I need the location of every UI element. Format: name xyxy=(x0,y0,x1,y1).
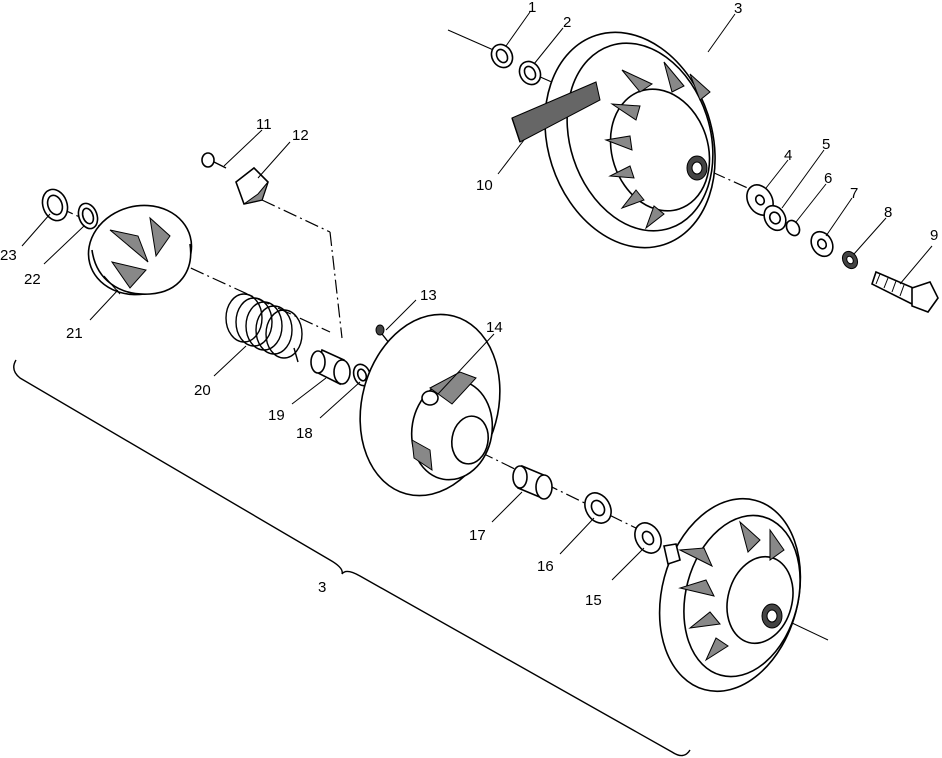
bolt-part-9 xyxy=(871,270,939,313)
callout-18: 18 xyxy=(296,425,313,442)
callout-10: 10 xyxy=(476,177,493,194)
callout-9: 9 xyxy=(930,227,938,244)
ring-part-6 xyxy=(785,219,801,237)
callout-7: 7 xyxy=(850,185,858,202)
callout-19: 19 xyxy=(268,407,285,424)
callout-14: 14 xyxy=(486,319,503,336)
washer-part-16 xyxy=(584,492,612,524)
driven-sheave-part-3 xyxy=(544,31,716,249)
cam-part-21 xyxy=(87,204,193,296)
screw-part-11 xyxy=(201,152,227,169)
callout-1: 1 xyxy=(528,0,536,16)
callout-21: 21 xyxy=(66,325,83,342)
callout-4: 4 xyxy=(784,147,792,164)
callout-16: 16 xyxy=(537,558,554,575)
washer-part-1 xyxy=(490,43,514,69)
callout-17: 17 xyxy=(469,527,486,544)
callout-labels: 1 2 3 4 5 6 7 8 9 10 11 12 13 14 15 16 1… xyxy=(0,0,938,609)
drive-sheave xyxy=(658,497,802,693)
spring-part-20 xyxy=(225,293,303,363)
leader-lines xyxy=(21,11,933,581)
callout-15: 15 xyxy=(585,592,602,609)
callout-5: 5 xyxy=(822,136,830,153)
washer-part-2 xyxy=(518,60,542,86)
shoe-part-10 xyxy=(511,81,601,143)
callout-12: 12 xyxy=(292,127,309,144)
washer-part-15 xyxy=(634,522,662,554)
callout-3-assembly: 3 xyxy=(318,579,326,596)
bushing-part-19 xyxy=(310,348,351,386)
stationary-sheave-part-14 xyxy=(359,313,501,497)
callout-6: 6 xyxy=(824,170,832,187)
callout-13: 13 xyxy=(420,287,437,304)
assembly-bracket xyxy=(13,359,691,757)
snap-ring-part-23 xyxy=(41,188,69,222)
callout-22: 22 xyxy=(24,271,41,288)
washer-part-7 xyxy=(810,230,834,258)
washer-part-5 xyxy=(763,204,787,232)
bushing-part-17 xyxy=(512,464,553,500)
washer-part-22 xyxy=(77,202,99,230)
callout-3-sheave: 3 xyxy=(734,0,742,17)
callout-23: 23 xyxy=(0,247,17,264)
nut-part-8 xyxy=(841,250,859,270)
callout-8: 8 xyxy=(884,204,892,221)
button-part-12 xyxy=(235,166,269,205)
callout-2: 2 xyxy=(563,14,571,31)
callout-11: 11 xyxy=(256,116,272,133)
callout-20: 20 xyxy=(194,382,211,399)
